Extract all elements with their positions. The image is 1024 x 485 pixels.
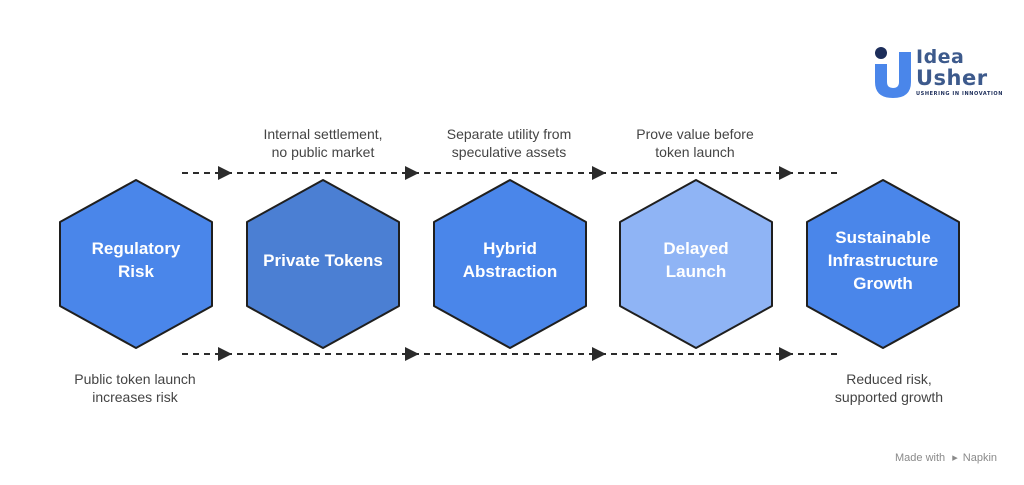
logo-word-idea: Idea	[916, 46, 965, 68]
step-label-sustainable-growth: Sustainable Infrastructure Growth	[827, 227, 939, 293]
napkin-credit: Made with ▸ Napkin	[895, 451, 997, 464]
logo-word-usher: Usher	[916, 66, 988, 90]
caption-sustainable-growth: Reduced risk, supported growth	[834, 371, 944, 405]
arrowhead-icon	[779, 166, 793, 180]
logo-mark-icon	[875, 47, 911, 98]
caption-private-tokens: Internal settlement, no public market	[263, 126, 383, 160]
hexagon-hybrid-abstraction	[433, 179, 587, 349]
hexagon-private-tokens	[246, 179, 400, 349]
napkin-brand-text: Napkin	[962, 452, 998, 464]
caption-delayed-launch: Prove value before token launch	[636, 126, 754, 160]
hexagon-sustainable-growth	[806, 179, 960, 349]
caption-hybrid-abstraction: Separate utility from speculative assets	[446, 126, 572, 160]
arrowhead-icon	[592, 347, 606, 361]
napkin-icon: ▸	[952, 452, 958, 464]
idea-usher-logo: Idea Usher USHERING IN INNOVATION	[870, 44, 1010, 102]
logo-tagline: USHERING IN INNOVATION	[916, 91, 1004, 97]
arrowhead-icon	[405, 347, 419, 361]
step-label-delayed-launch: Delayed Launch	[663, 239, 729, 281]
caption-regulatory-risk: Public token launch increases risk	[74, 371, 196, 405]
arrowhead-icon	[592, 166, 606, 180]
hexagon-regulatory-risk	[59, 179, 213, 349]
arrowhead-icon	[779, 347, 793, 361]
hexagon-delayed-launch	[619, 179, 773, 349]
arrowhead-icon	[405, 166, 419, 180]
made-with-text: Made with	[895, 452, 946, 464]
step-label-private-tokens: Private Tokens	[263, 250, 383, 270]
step-label-hybrid-abstraction: Hybrid Abstraction	[462, 239, 558, 281]
arrowhead-icon	[218, 166, 232, 180]
arrowhead-icon	[218, 347, 232, 361]
step-label-regulatory-risk: Regulatory Risk	[91, 239, 181, 281]
arrows-layer	[182, 166, 838, 361]
hexagons-layer	[59, 179, 960, 349]
